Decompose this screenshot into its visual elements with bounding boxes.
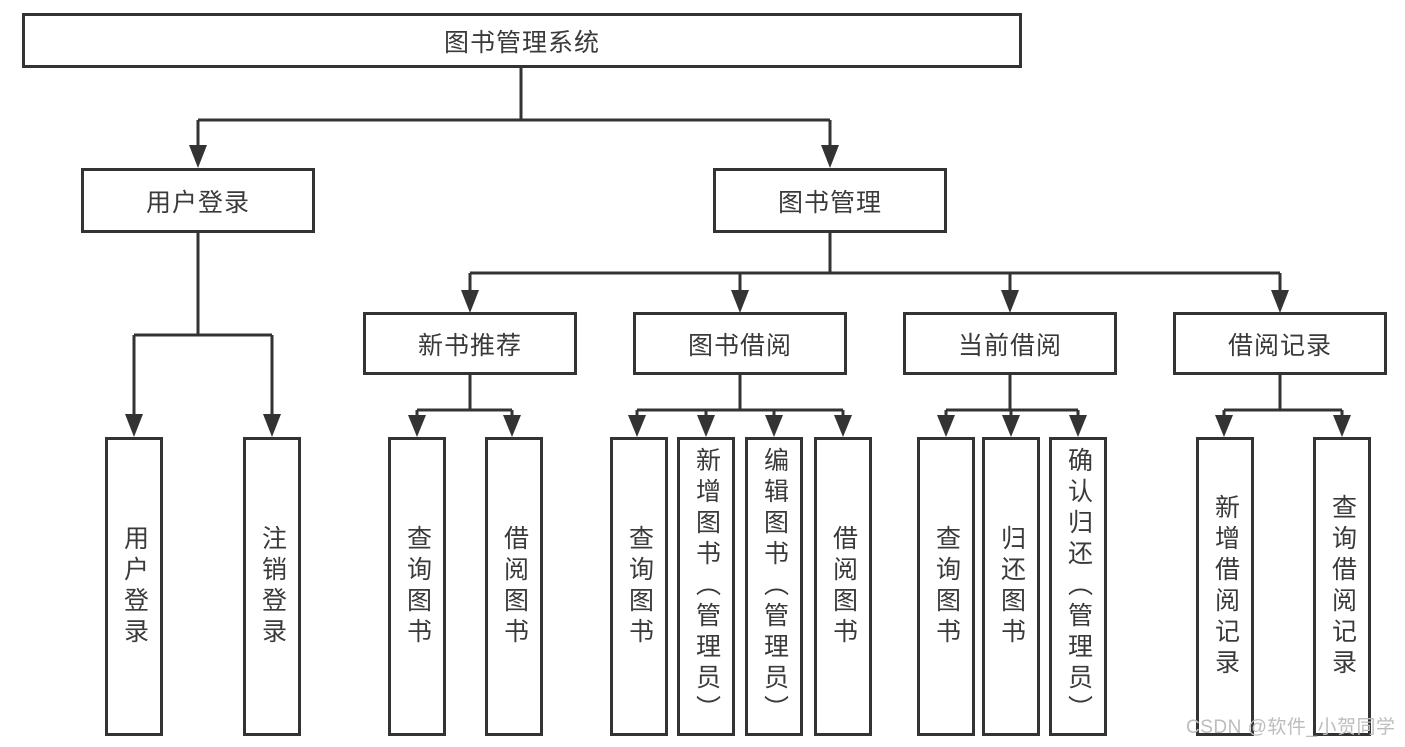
leaf-confirm-return-admin: 确认归还（管理员） <box>1049 437 1107 736</box>
leaf-add-borrow-record: 新增借阅记录 <box>1196 437 1254 736</box>
connector-book-borrowing-branch <box>635 375 845 416</box>
leaf-query-borrow-record: 查询借阅记录 <box>1313 437 1371 736</box>
arrowhead <box>628 415 646 437</box>
leaf-user-login: 用户登录 <box>105 437 163 736</box>
node-label: 用户登录 <box>145 188 250 217</box>
arrowhead <box>1002 415 1020 437</box>
node-book-management: 图书管理 <box>713 168 947 233</box>
arrowhead <box>503 415 521 437</box>
node-label: 新增借阅记录 <box>1211 493 1240 680</box>
node-label: 当前借阅 <box>957 331 1062 360</box>
node-label: 用户登录 <box>120 524 149 649</box>
connector-new-book-branch <box>415 375 514 416</box>
node-label: 查询图书 <box>932 524 961 649</box>
node-label: 图书借阅 <box>687 331 792 360</box>
connector-book-management-branch <box>468 233 1282 291</box>
arrowhead <box>765 415 783 437</box>
leaf-query-books-borrowing: 查询图书 <box>610 437 668 736</box>
leaf-query-books-recommendation: 查询图书 <box>388 437 446 736</box>
node-label: 查询图书 <box>403 524 432 649</box>
node-label: 查询借阅记录 <box>1328 493 1357 680</box>
leaf-add-books-admin: 新增图书（管理员） <box>677 437 735 736</box>
node-label: 新书推荐 <box>417 331 522 360</box>
node-label: 查询图书 <box>625 524 654 649</box>
leaf-borrow-books-borrowing: 借阅图书 <box>814 437 872 736</box>
node-book-borrowing: 图书借阅 <box>633 312 847 375</box>
arrowhead <box>263 414 281 437</box>
node-label: 借阅图书 <box>500 524 529 649</box>
connector-user-login-branch <box>132 233 274 415</box>
arrowhead <box>1215 415 1233 437</box>
node-current-borrowing: 当前借阅 <box>903 312 1117 375</box>
node-label: 借阅图书 <box>829 524 858 649</box>
arrowhead <box>408 415 426 437</box>
arrowhead <box>697 415 715 437</box>
node-label: 新增图书（管理员） <box>692 447 721 726</box>
node-new-book-recommendation: 新书推荐 <box>363 312 577 375</box>
arrowhead <box>937 415 955 437</box>
leaf-query-books-current: 查询图书 <box>917 437 975 736</box>
csdn-watermark: CSDN @软件_小贺同学 <box>1186 717 1396 738</box>
connector-root-to-level2 <box>196 68 832 146</box>
node-label: 编辑图书（管理员） <box>760 447 789 726</box>
arrowhead <box>731 290 749 313</box>
node-library-management-system: 图书管理系统 <box>22 13 1022 68</box>
arrowhead <box>461 290 479 313</box>
node-borrowing-records: 借阅记录 <box>1173 312 1387 375</box>
leaf-edit-books-admin: 编辑图书（管理员） <box>745 437 803 736</box>
arrowhead <box>821 145 839 168</box>
arrowhead <box>1001 290 1019 313</box>
node-label: 注销登录 <box>258 524 287 649</box>
node-label: 确认归还（管理员） <box>1064 447 1093 726</box>
leaf-logout: 注销登录 <box>243 437 301 736</box>
arrowhead <box>189 145 207 168</box>
node-label: 归还图书 <box>997 524 1026 649</box>
node-label: 图书管理 <box>777 188 882 217</box>
arrowhead <box>125 414 143 437</box>
leaf-return-books: 归还图书 <box>982 437 1040 736</box>
node-label: 图书管理系统 <box>443 28 600 57</box>
arrowhead <box>834 415 852 437</box>
node-user-login: 用户登录 <box>81 168 315 233</box>
connector-borrowing-records-branch <box>1222 375 1344 416</box>
node-label: 借阅记录 <box>1227 331 1332 360</box>
arrowhead <box>1069 415 1087 437</box>
arrowhead <box>1271 290 1289 313</box>
leaf-borrow-books-recommendation: 借阅图书 <box>485 437 543 736</box>
arrowhead <box>1333 415 1351 437</box>
connector-current-borrowing-branch <box>944 375 1080 416</box>
